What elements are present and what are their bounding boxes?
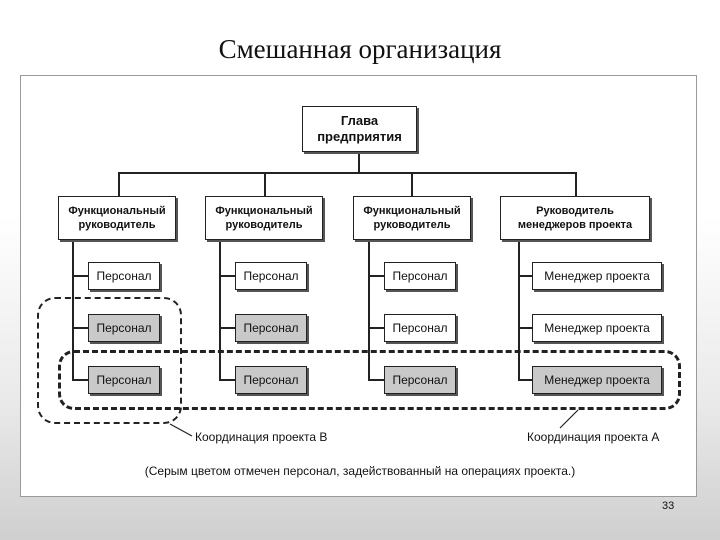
coordination-b-label: Координация проекта B bbox=[195, 430, 328, 444]
manager-label: Функциональный руководитель bbox=[363, 205, 461, 231]
project-manager-box-highlighted: Менеджер проекта bbox=[532, 366, 662, 394]
coordination-b-outline bbox=[37, 297, 182, 424]
manager-label: Функциональный руководитель bbox=[68, 205, 166, 231]
connector bbox=[219, 275, 235, 277]
staff-label: Персонал bbox=[392, 373, 448, 387]
staff-label: Персонал bbox=[243, 321, 299, 335]
manager-box: Руководитель менеджеров проекта bbox=[500, 196, 650, 240]
head-label: Глава предприятия bbox=[317, 113, 402, 144]
connector bbox=[264, 172, 266, 196]
staff-label: Персонал bbox=[96, 321, 152, 335]
manager-box: Функциональный руководитель bbox=[205, 196, 323, 240]
staff-box-highlighted: Персонал bbox=[88, 366, 160, 394]
slide-title: Смешанная организация bbox=[218, 34, 502, 64]
manager-box: Функциональный руководитель bbox=[353, 196, 471, 240]
connector bbox=[518, 275, 532, 277]
staff-label: Менеджер проекта bbox=[544, 321, 650, 335]
connector bbox=[72, 379, 88, 381]
connector bbox=[118, 172, 120, 196]
manager-box: Функциональный руководитель bbox=[58, 196, 176, 240]
staff-box: Персонал bbox=[235, 262, 307, 290]
connector bbox=[219, 327, 235, 329]
manager-label: Функциональный руководитель bbox=[215, 205, 313, 231]
staff-box: Персонал bbox=[384, 262, 456, 290]
project-manager-box: Менеджер проекта bbox=[532, 314, 662, 342]
staff-label: Менеджер проекта bbox=[544, 373, 650, 387]
manager-label: Руководитель менеджеров проекта bbox=[517, 205, 633, 231]
staff-box: Персонал bbox=[88, 262, 160, 290]
staff-label: Менеджер проекта bbox=[544, 269, 650, 283]
connector bbox=[219, 379, 235, 381]
staff-box-highlighted: Персонал bbox=[235, 314, 307, 342]
connector bbox=[518, 379, 532, 381]
connector bbox=[72, 240, 74, 381]
staff-label: Персонал bbox=[96, 269, 152, 283]
staff-label: Персонал bbox=[243, 373, 299, 387]
connector bbox=[411, 172, 413, 196]
connector bbox=[368, 240, 370, 381]
connector bbox=[368, 379, 384, 381]
connector bbox=[368, 275, 384, 277]
connector bbox=[368, 327, 384, 329]
connector bbox=[358, 152, 360, 173]
connector bbox=[72, 327, 88, 329]
staff-label: Персонал bbox=[392, 321, 448, 335]
coordination-a-outline bbox=[58, 350, 681, 410]
head-box: Глава предприятия bbox=[302, 106, 417, 152]
connector bbox=[518, 327, 532, 329]
staff-box-highlighted: Персонал bbox=[88, 314, 160, 342]
staff-label: Персонал bbox=[96, 373, 152, 387]
staff-box-highlighted: Персонал bbox=[235, 366, 307, 394]
staff-box-highlighted: Персонал bbox=[384, 366, 456, 394]
legend-note: (Серым цветом отмечен персонал, задейств… bbox=[144, 464, 576, 478]
connector bbox=[219, 240, 221, 381]
staff-label: Персонал bbox=[392, 269, 448, 283]
coordination-a-label: Координация проекта A bbox=[527, 430, 660, 444]
staff-label: Персонал bbox=[243, 269, 299, 283]
page-number: 33 bbox=[662, 500, 675, 512]
connector bbox=[518, 240, 520, 381]
connector bbox=[72, 275, 88, 277]
staff-box: Персонал bbox=[384, 314, 456, 342]
connector bbox=[118, 172, 577, 174]
project-manager-box: Менеджер проекта bbox=[532, 262, 662, 290]
connector bbox=[575, 172, 577, 196]
